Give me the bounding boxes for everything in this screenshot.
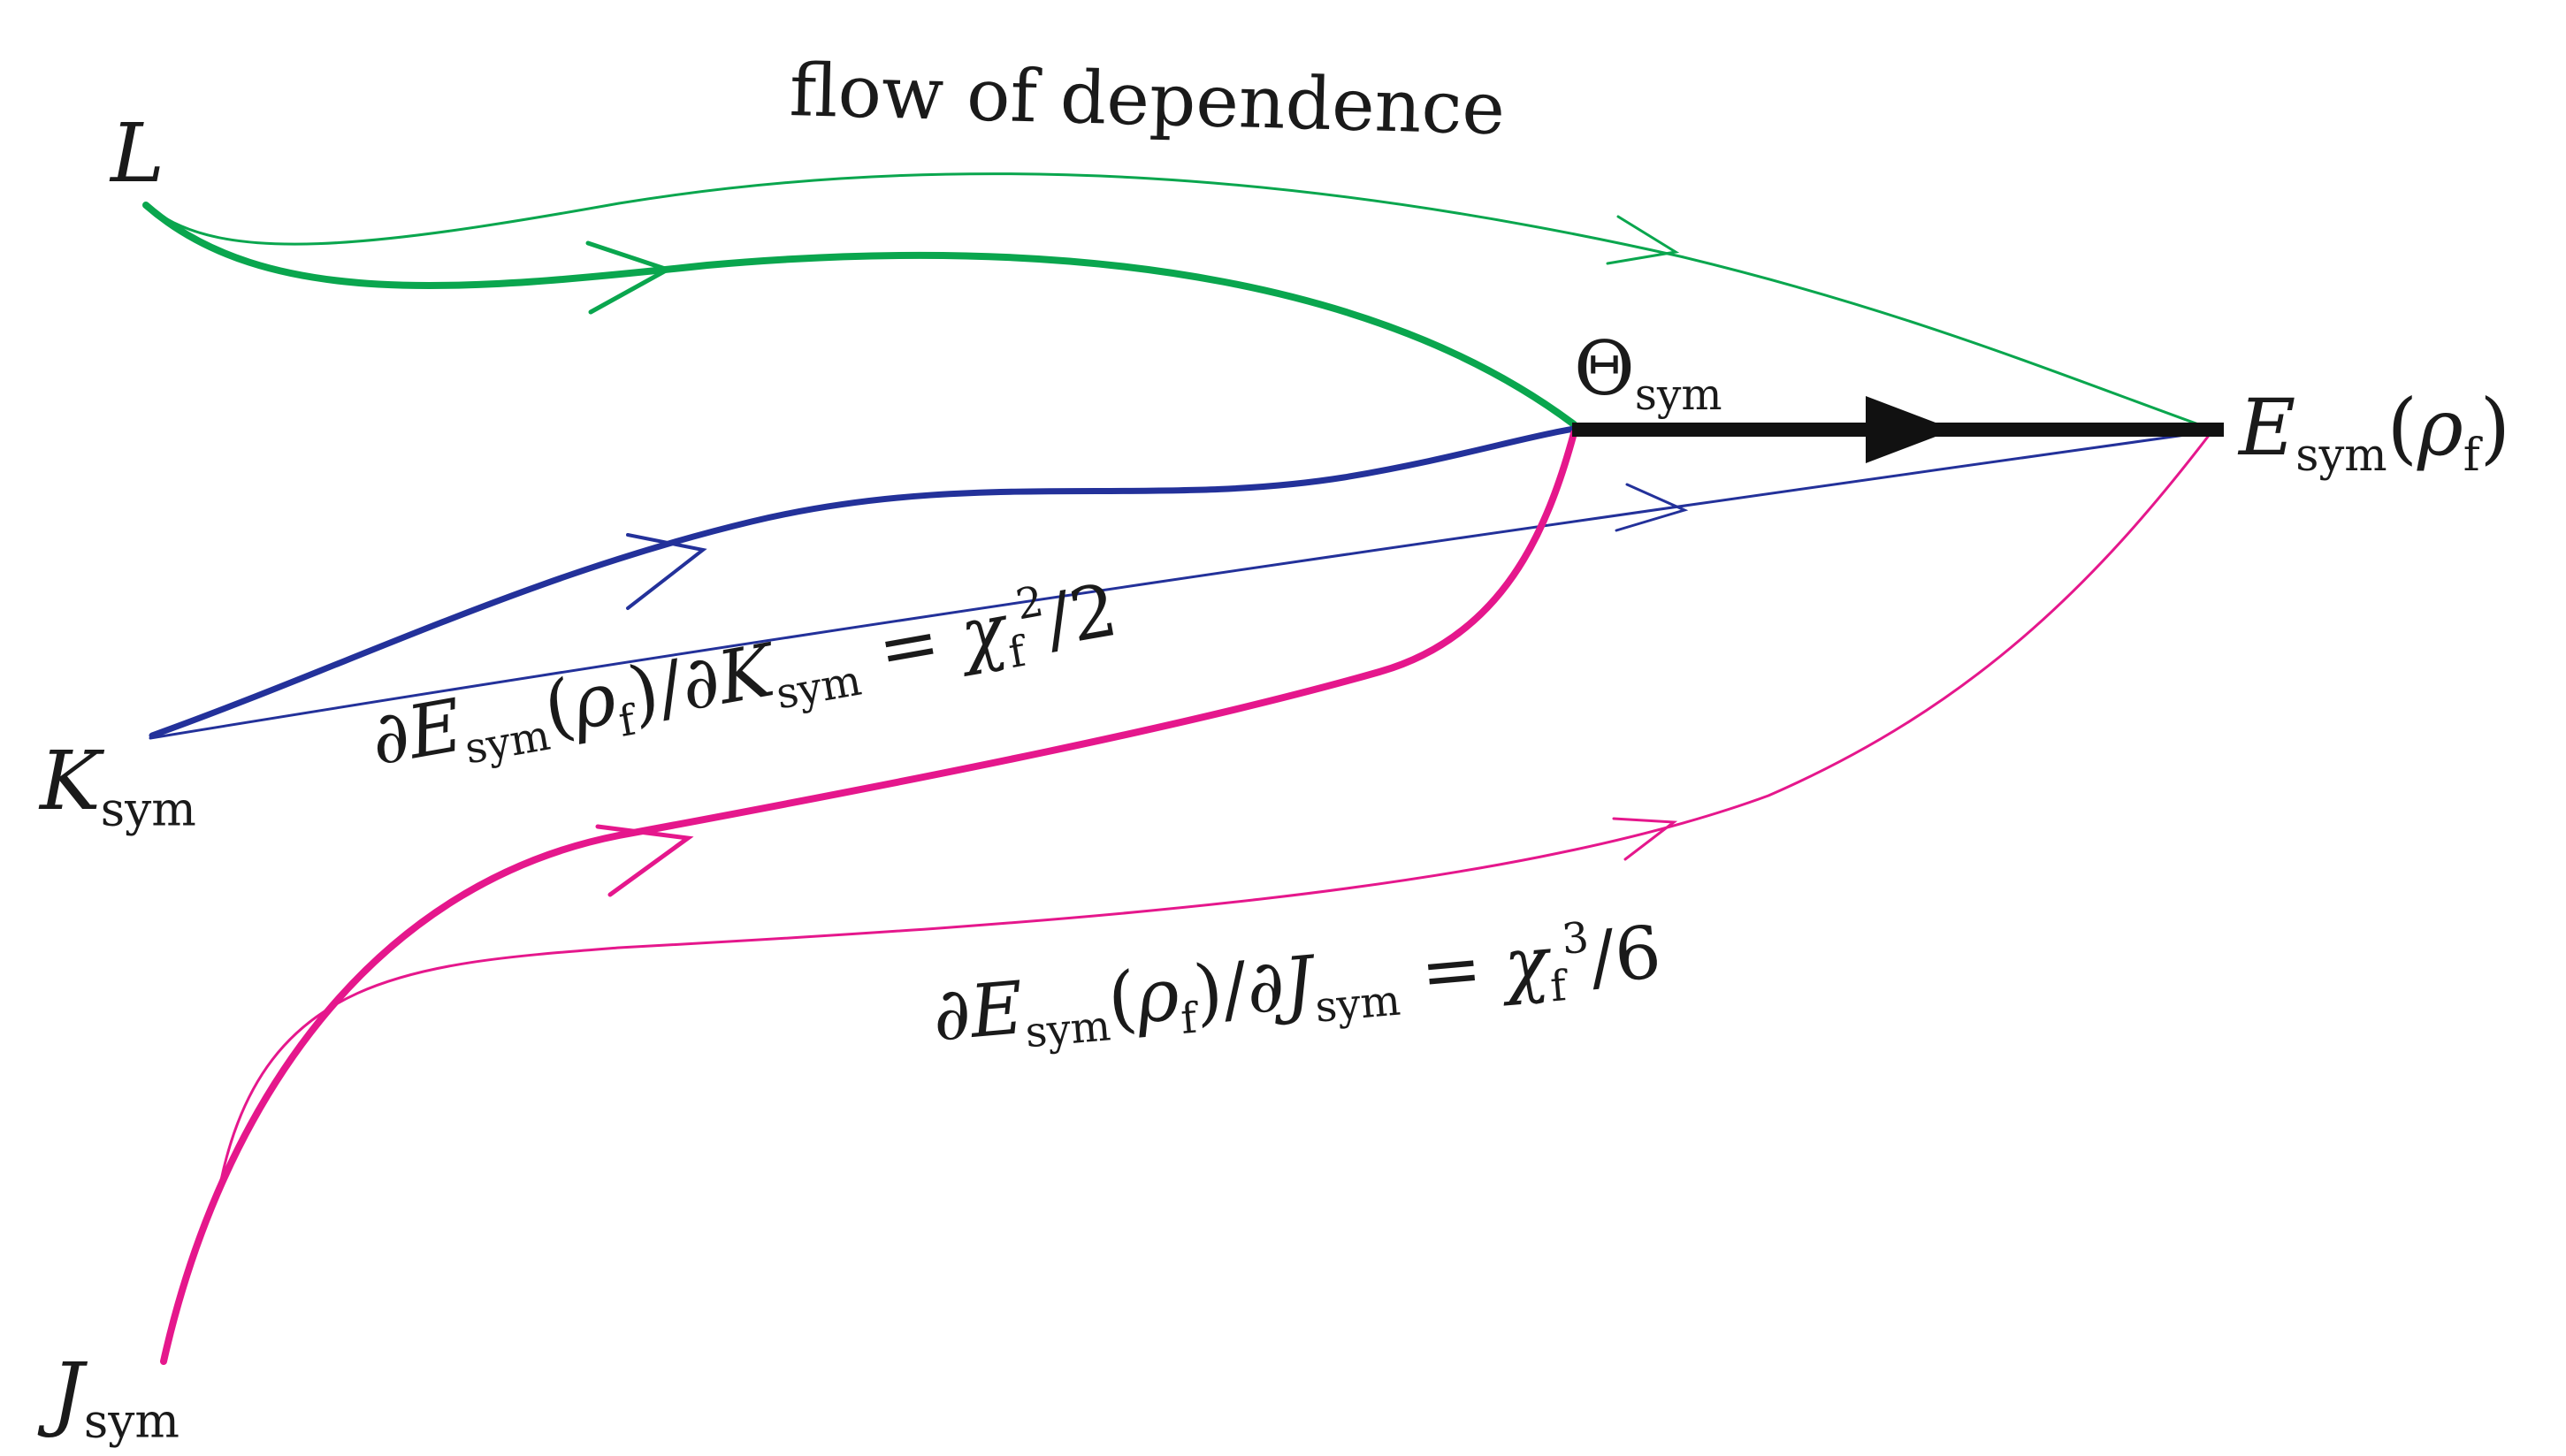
k-to-theta-thick-curve <box>149 425 1577 739</box>
j-to-e-thin-arrowhead <box>1612 817 1678 861</box>
node-j-label: Jsym <box>51 1345 180 1449</box>
j-to-e-thin-curve <box>219 431 2212 1182</box>
l-to-theta-thick-curve <box>142 202 1577 428</box>
theta-to-e-main-arrowhead <box>1866 396 1954 463</box>
node-k-label: Ksym <box>40 734 196 837</box>
node-e-label: Esym(ρf) <box>2239 382 2510 482</box>
k-to-e-thin-line <box>149 430 2212 740</box>
j-to-theta-thick-arrowhead <box>595 824 694 897</box>
node-theta-label: Θsym <box>1574 325 1722 421</box>
node-l-label: L <box>111 106 165 201</box>
j-to-theta-thick-curve <box>160 430 1577 1365</box>
l-to-e-thin-curve <box>149 172 2212 431</box>
l-to-theta-thick-arrowhead <box>585 240 674 315</box>
k-to-e-thin-arrowhead <box>1615 483 1689 532</box>
diagram-title: flow of dependence <box>788 49 1507 152</box>
k-to-theta-thick-arrowhead <box>626 533 707 610</box>
l-to-e-thin-arrowhead <box>1606 215 1680 265</box>
